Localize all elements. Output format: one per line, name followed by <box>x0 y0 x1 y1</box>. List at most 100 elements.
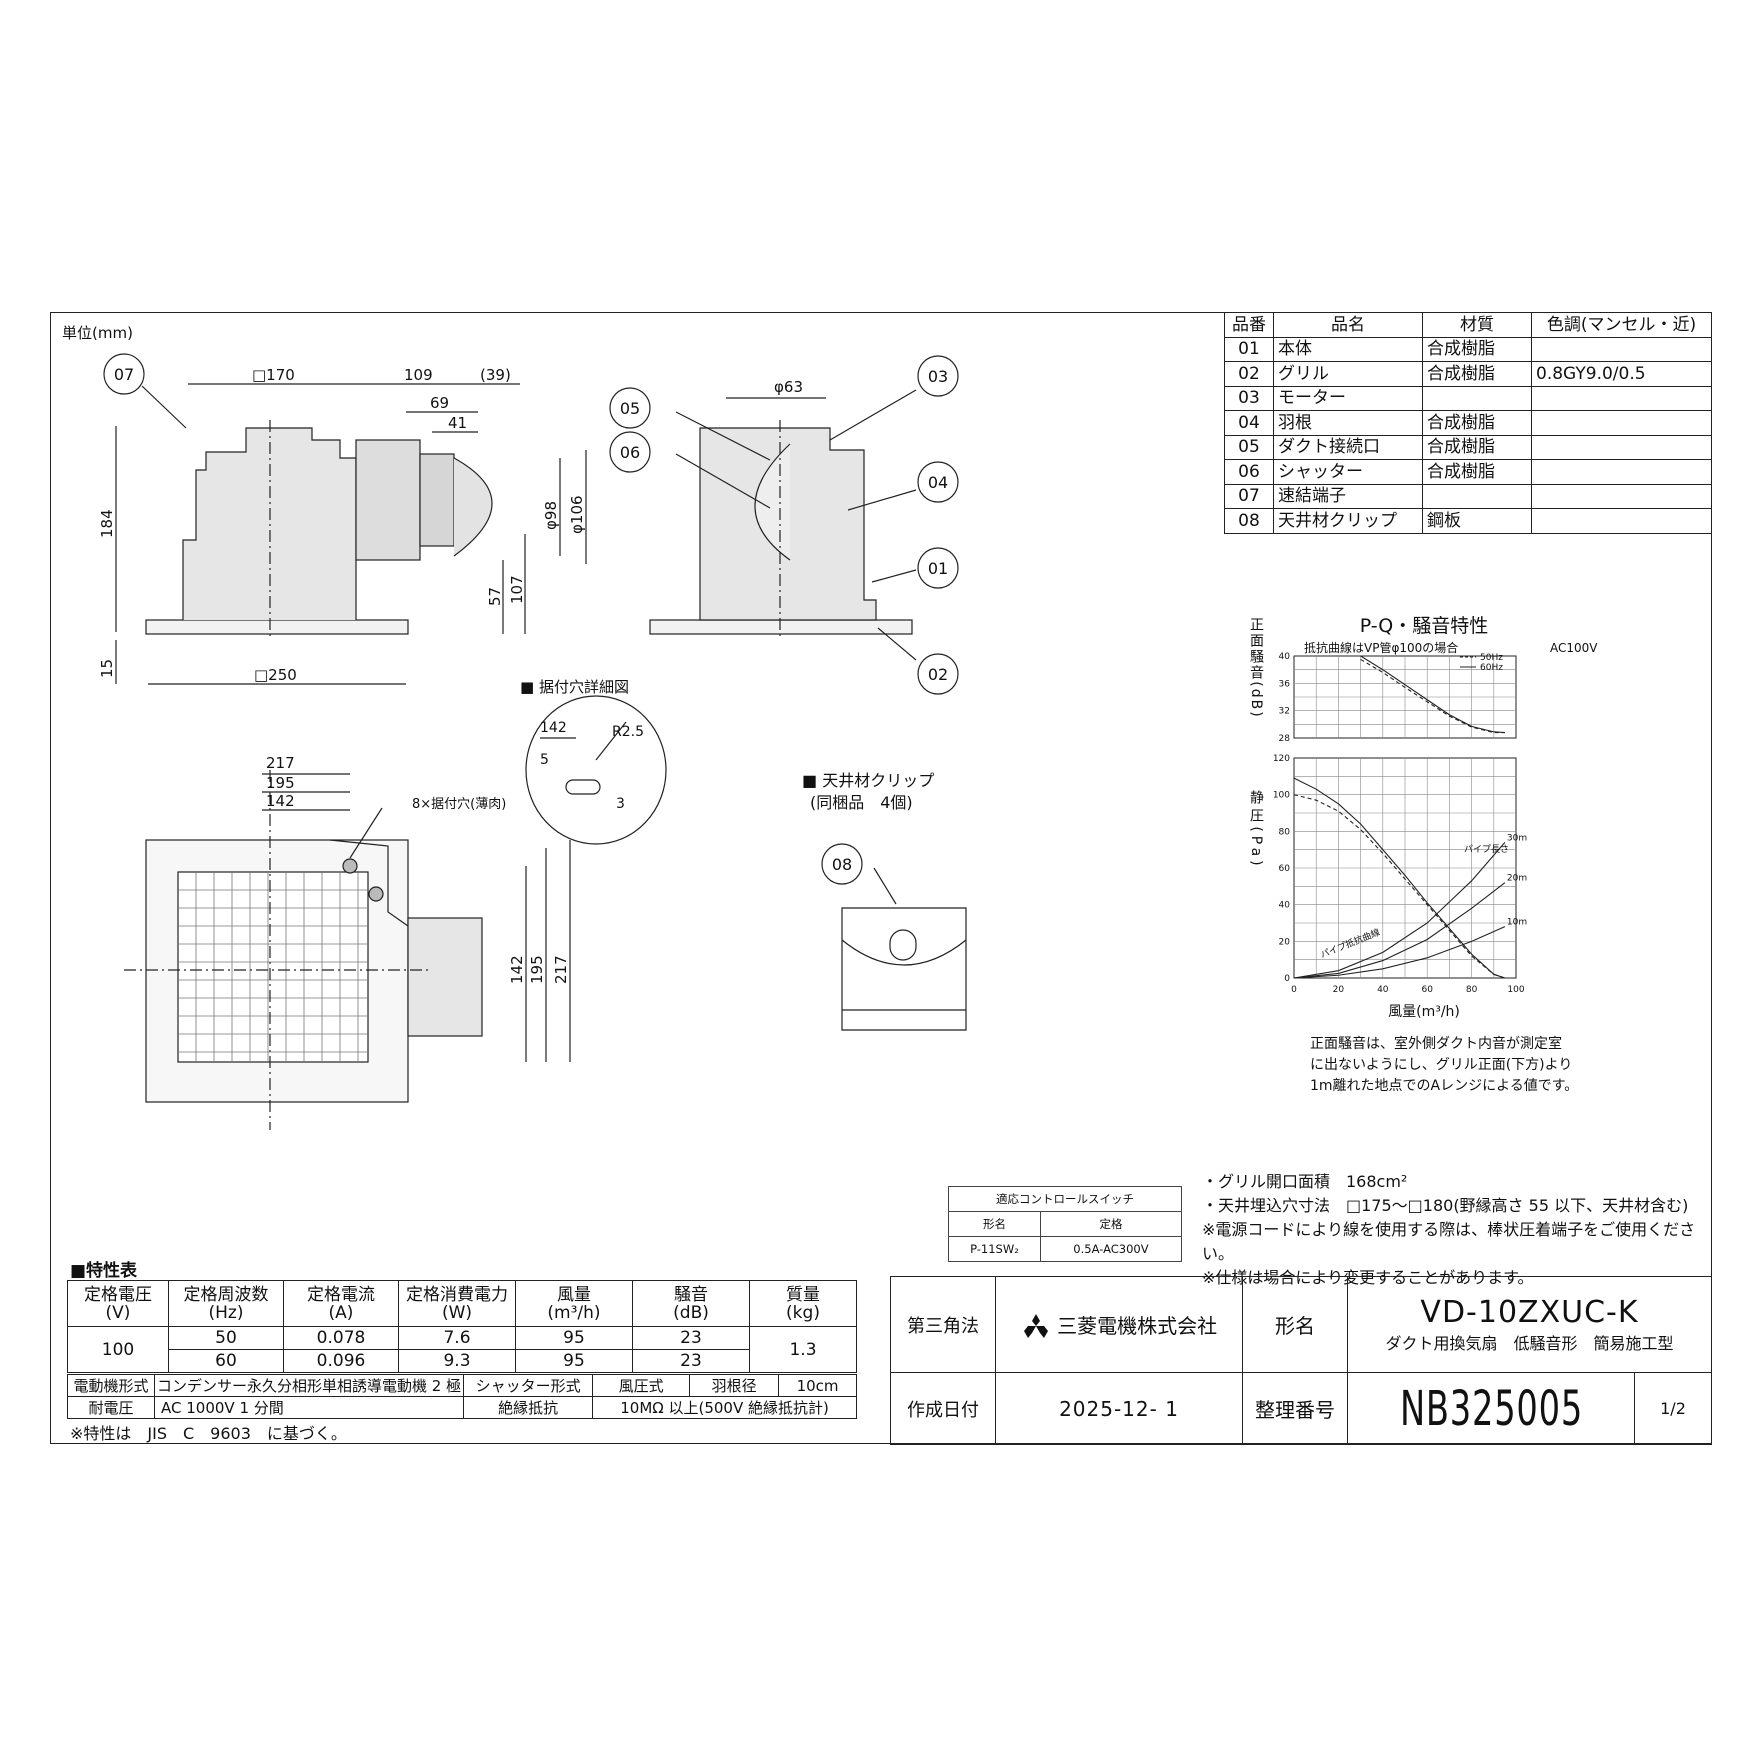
chart-note-line: 正面騒音は、室外側ダクト内音が測定室 <box>1310 1036 1562 1052</box>
sheet-number: 1/2 <box>1634 1372 1712 1445</box>
control-switch-title: 適応コントロールスイッチ <box>948 1186 1182 1212</box>
control-switch-header: 形名 <box>948 1211 1041 1237</box>
shutter-label: シャッター形式 <box>463 1374 594 1397</box>
dim-text: 69 <box>430 394 449 412</box>
withstand-value: AC 1000V 1 分間 <box>153 1396 465 1419</box>
part-name: シャッター <box>1273 459 1423 485</box>
part-material: 合成樹脂 <box>1422 459 1532 485</box>
part-name: 羽根 <box>1273 410 1423 436</box>
callout-06 <box>609 431 651 473</box>
resistance-curve-label: 10m <box>1507 918 1527 928</box>
callout-text: 05 <box>620 399 640 418</box>
spec-header-unit: (Hz) <box>208 1302 244 1323</box>
dim-text: φ98 <box>542 501 560 530</box>
note-line: ・天井埋込穴寸法 □175～□180(野縁高さ 55 以下、天井材含む) <box>1202 1196 1689 1215</box>
resistance-curve-10m <box>1293 926 1506 979</box>
y-tick-label: 0 <box>1284 974 1290 984</box>
part-color <box>1531 483 1712 509</box>
dim-text: 217 <box>266 754 295 772</box>
resistance-label: パイプ抵抗曲線 <box>1319 926 1382 961</box>
chart-title: P-Q・騒音特性 <box>1360 615 1489 637</box>
dim-text: φ106 <box>568 495 586 534</box>
callout-02 <box>917 653 959 695</box>
unit-label: 単位(mm) <box>62 324 133 342</box>
chart-subtitle: 抵抗曲線はVP管φ100の場合 <box>1304 640 1458 655</box>
spec-cell: 23 <box>632 1349 750 1373</box>
part-color <box>1531 508 1712 534</box>
part-material: 合成樹脂 <box>1422 336 1532 362</box>
spec-header-text: 風量 <box>557 1284 591 1305</box>
spec-header-unit: (V) <box>105 1302 131 1323</box>
part-no: 03 <box>1224 385 1274 411</box>
part-material: 合成樹脂 <box>1422 410 1532 436</box>
pq-chart: P-Q・騒音特性 抵抗曲線はVP管φ100の場合 AC100V 正面騒音(dB)… <box>1248 615 1598 1020</box>
title-block: 第三角法 三菱電機株式会社 形名 VD-10ZXUC-K ダクト用換気扇 低騒音… <box>890 1276 1712 1445</box>
part-name: ダクト接続口 <box>1273 434 1423 460</box>
grille-mesh <box>177 871 369 1063</box>
spec-header: 定格電圧(V) <box>67 1280 169 1327</box>
part-material: 合成樹脂 <box>1422 361 1532 387</box>
table-row: 60 0.096 9.3 95 23 <box>68 1349 857 1373</box>
callout-08 <box>821 843 863 885</box>
dim-text: 217 <box>552 955 570 984</box>
control-switch-header: 定格 <box>1039 1211 1183 1237</box>
part-no: 07 <box>1224 483 1274 509</box>
part-no: 06 <box>1224 459 1274 485</box>
parts-header: 品名 <box>1273 312 1423 338</box>
spec-cell: 0.096 <box>283 1349 399 1373</box>
number-label: 整理番号 <box>1242 1372 1348 1445</box>
part-material <box>1422 385 1532 411</box>
x-tick-label: 20 <box>1333 985 1345 995</box>
insulation-label: 絶縁抵抗 <box>463 1396 594 1419</box>
company-name: 三菱電機株式会社 <box>1057 1314 1218 1338</box>
part-no: 05 <box>1224 434 1274 460</box>
noise-series-60Hz <box>1360 655 1505 734</box>
y-tick-label: 120 <box>1273 754 1290 764</box>
noise-series-50Hz <box>1360 658 1505 734</box>
spec-header-text: 質量 <box>786 1284 820 1305</box>
part-no: 04 <box>1224 410 1274 436</box>
projection-label: 第三角法 <box>890 1276 996 1373</box>
dim-text: 184 <box>98 509 116 538</box>
motor-value: コンデンサー永久分相形単相誘導電動機 2 極 <box>153 1374 465 1397</box>
dim-text: □170 <box>252 366 295 384</box>
resistance-curve-20m <box>1293 882 1506 979</box>
spec-table: 定格電圧(V) 定格周波数(Hz) 定格電流(A) 定格消費電力(W) 風量(m… <box>67 1280 857 1373</box>
spec-header: 質量(kg) <box>749 1280 857 1327</box>
shutter-value: 風圧式 <box>592 1374 691 1397</box>
y-tick-label: 100 <box>1273 791 1290 801</box>
spec-voltage: 100 <box>67 1326 169 1373</box>
dim-text: □250 <box>254 666 297 684</box>
callout-01 <box>917 547 959 589</box>
part-color <box>1531 410 1712 436</box>
note-line: ・グリル開口面積 168cm² <box>1202 1172 1408 1191</box>
y-tick-label: 20 <box>1279 937 1291 947</box>
dim-text: 41 <box>448 414 467 432</box>
spec-header-text: 定格電圧 <box>84 1284 152 1305</box>
model-number: VD-10ZXUC-K <box>1420 1295 1639 1330</box>
callout-text: 01 <box>928 559 948 578</box>
spec-header-unit: (kg) <box>786 1302 820 1323</box>
drawing-number: NB325005 <box>1378 1372 1604 1445</box>
part-name: 速結端子 <box>1273 483 1423 509</box>
part-name: モーター <box>1273 385 1423 411</box>
part-color <box>1531 459 1712 485</box>
spec-cell: 95 <box>515 1326 633 1350</box>
spec-cell: 7.6 <box>398 1326 516 1350</box>
front-grille-plate <box>145 619 409 635</box>
spec-cell: 23 <box>632 1326 750 1350</box>
model-description: ダクト用換気扇 低騒音形 簡易施工型 <box>1385 1334 1674 1353</box>
y-tick-label: 36 <box>1279 679 1291 689</box>
motor-label: 電動機形式 <box>67 1374 155 1397</box>
clip-outline <box>841 907 967 1031</box>
control-switch-rating: 0.5A-AC300V <box>1039 1236 1183 1262</box>
legend-50hz: 50Hz <box>1480 653 1503 663</box>
callout-05 <box>609 387 651 429</box>
callout-03 <box>917 355 959 397</box>
spec-header-unit: (W) <box>441 1302 473 1323</box>
dim-text: 57 <box>486 587 504 606</box>
